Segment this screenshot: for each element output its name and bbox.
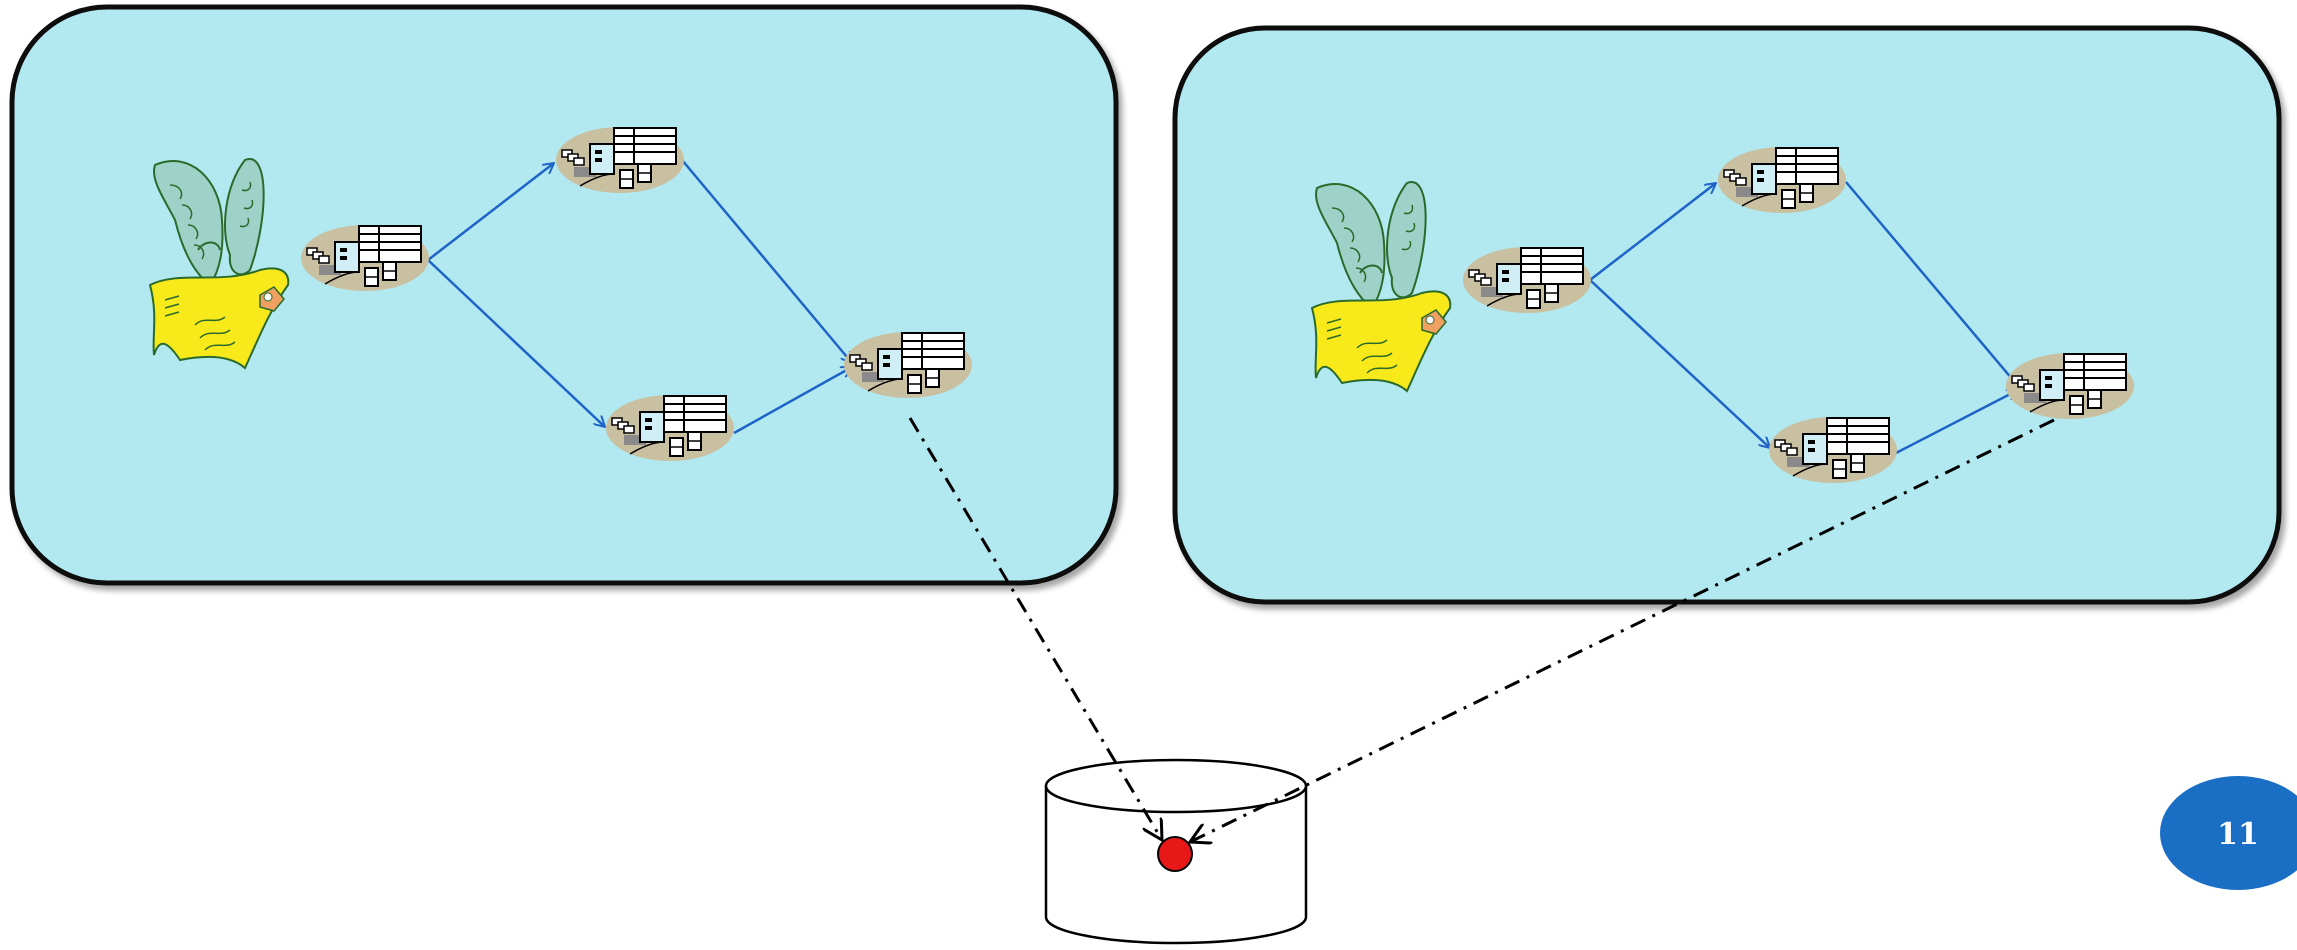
edge-arrow	[1845, 181, 2018, 386]
edge-arrow	[427, 259, 605, 427]
connector-right-to-database	[1190, 418, 2055, 842]
page-number: 11	[2217, 817, 2259, 852]
left-panel	[9, 4, 1119, 586]
edge-arrow	[1589, 279, 1770, 448]
edge-arrow	[681, 159, 852, 363]
page-number-badge: 11	[2160, 776, 2297, 890]
right-panel	[1172, 25, 2282, 605]
connector-left-to-database	[908, 417, 1162, 840]
server-node-icon	[1462, 246, 1592, 314]
server-node-icon	[605, 394, 735, 462]
edge-arrow	[1589, 183, 1716, 281]
edge-arrow	[733, 365, 852, 435]
server-node-icon	[2005, 352, 2135, 420]
edge-arrow	[1895, 390, 2018, 455]
server-node-icon	[555, 126, 685, 194]
database-cylinder-icon	[1044, 758, 1308, 945]
event-dot	[1157, 836, 1193, 872]
server-node-icon	[1768, 416, 1898, 484]
server-node-icon	[1717, 146, 1847, 214]
server-node-icon	[300, 224, 430, 292]
server-node-icon	[843, 331, 973, 399]
edge-arrow	[427, 163, 554, 261]
